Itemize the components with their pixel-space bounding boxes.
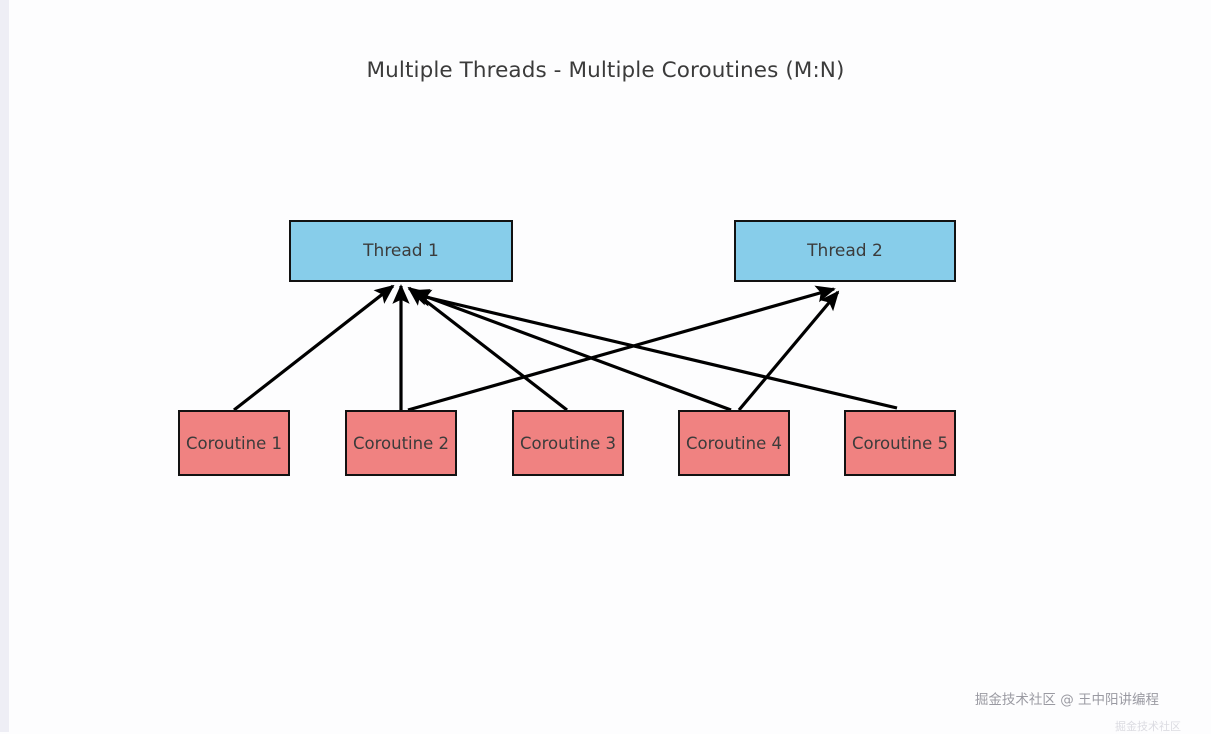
coroutine-label: Coroutine 3 bbox=[520, 433, 616, 453]
coroutine-label: Coroutine 1 bbox=[186, 433, 282, 453]
thread-node-thread-2: Thread 2 bbox=[734, 220, 956, 282]
thread-label: Thread 2 bbox=[807, 241, 883, 261]
thread-node-thread-1: Thread 1 bbox=[289, 220, 513, 282]
coroutine-label: Coroutine 4 bbox=[686, 433, 782, 453]
coroutine-label: Coroutine 5 bbox=[852, 433, 948, 453]
page-title: Multiple Threads - Multiple Coroutines (… bbox=[366, 58, 845, 83]
coroutine-node-coroutine-4: Coroutine 4 bbox=[678, 410, 790, 476]
edge-coroutine-1-to-thread-1 bbox=[233, 284, 395, 412]
edge-coroutine-4-to-thread-2 bbox=[737, 290, 840, 412]
coroutine-node-coroutine-5: Coroutine 5 bbox=[844, 410, 956, 476]
coroutine-node-coroutine-2: Coroutine 2 bbox=[345, 410, 457, 476]
left-edge-strip bbox=[0, 0, 9, 732]
watermark-text: 掘金技术社区 @ 王中阳讲编程 bbox=[974, 692, 1159, 708]
edge-coroutine-4-to-thread-1 bbox=[409, 289, 732, 412]
coroutine-node-coroutine-1: Coroutine 1 bbox=[178, 410, 290, 476]
edge-coroutine-3-to-thread-1 bbox=[407, 286, 568, 412]
watermark-ghost-text: 掘金技术社区 bbox=[1115, 720, 1181, 733]
coroutine-label: Coroutine 2 bbox=[353, 433, 449, 453]
edge-coroutine-2-to-thread-2 bbox=[407, 285, 836, 412]
connector-lines bbox=[233, 284, 898, 412]
coroutine-node-coroutine-3: Coroutine 3 bbox=[512, 410, 624, 476]
thread-label: Thread 1 bbox=[363, 241, 439, 261]
edge-coroutine-5-to-thread-1 bbox=[411, 289, 898, 410]
